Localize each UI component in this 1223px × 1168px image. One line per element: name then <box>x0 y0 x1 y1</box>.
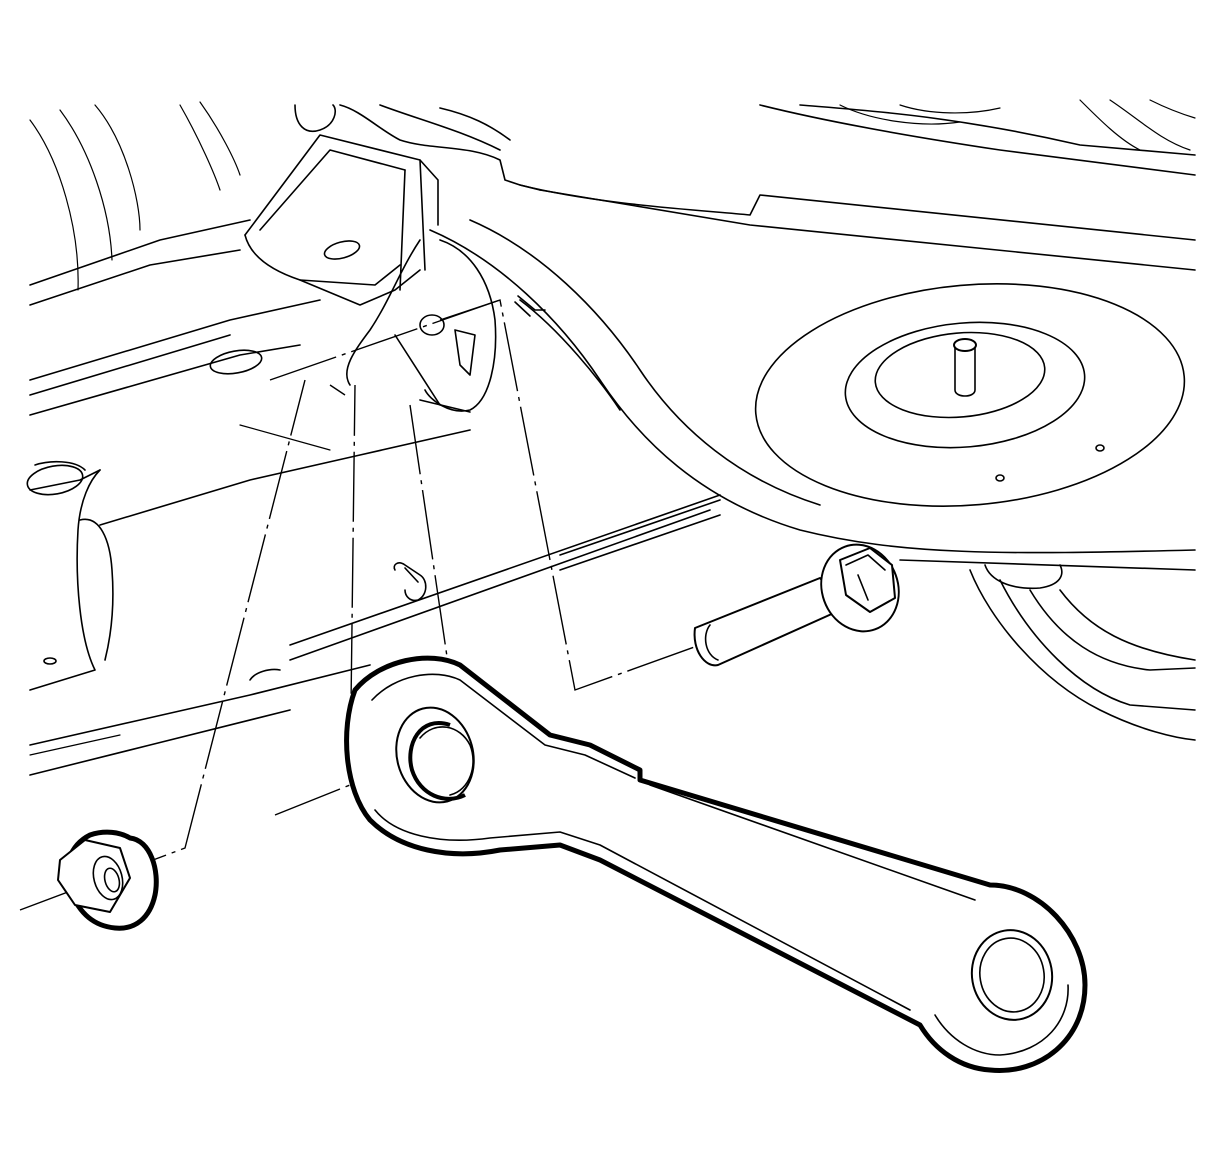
mounting-bracket <box>244 104 546 413</box>
locating-pin <box>393 562 427 602</box>
flange-nut <box>57 829 159 931</box>
lateral-link-arm <box>344 655 1088 1073</box>
spring-seat-with-stud <box>754 283 1186 507</box>
rear-crossmember-frame <box>26 99 1196 776</box>
flange-bolt <box>693 543 900 667</box>
